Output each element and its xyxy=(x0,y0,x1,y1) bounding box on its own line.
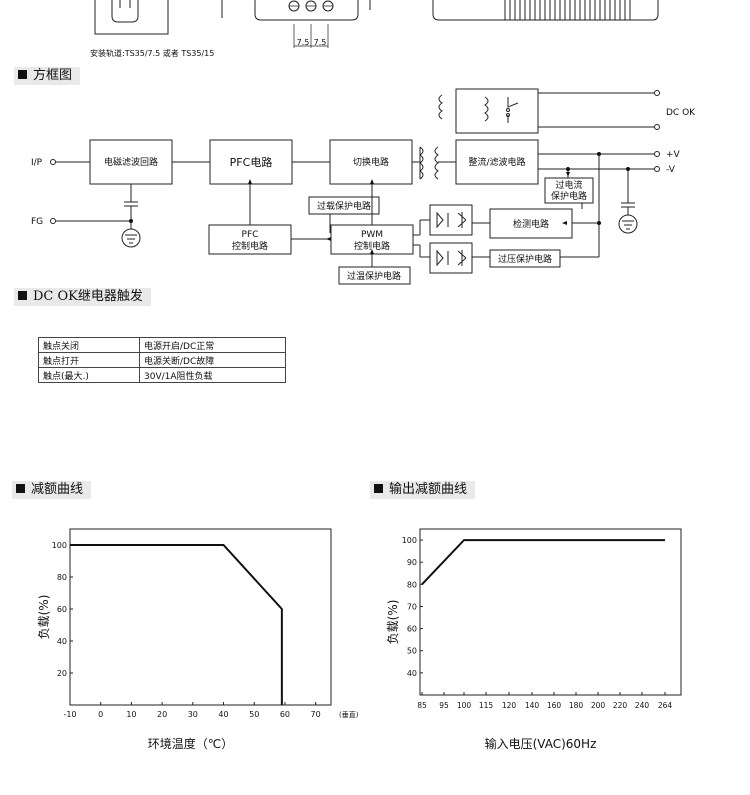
relay-table: 触点关闭 电源开启/DC正常 触点打开 电源关断/DC故障 触点(最大.) 30… xyxy=(38,337,286,383)
overcurrent-label-2: 保护电路 xyxy=(551,190,587,202)
block-diagram: I/P FG DC OK +V -V 电磁滤波回路 PFC电路 切换电路 整流/… xyxy=(31,88,696,285)
y-tick-label: 70 xyxy=(407,602,417,611)
x-unit-label: (垂直) xyxy=(339,710,359,719)
mechanical-drawing-partial xyxy=(94,0,659,48)
y-tick-label: 80 xyxy=(407,580,417,589)
y-tick-label: 60 xyxy=(57,605,67,614)
square-bullet-icon xyxy=(16,484,25,493)
overload-box xyxy=(308,196,380,215)
overtemp-box xyxy=(338,266,411,285)
overcurrent-box xyxy=(544,177,594,204)
x-tick-label: 40 xyxy=(218,710,228,719)
y-tick-label: 20 xyxy=(57,669,67,678)
square-bullet-icon xyxy=(18,291,27,300)
fg-label: FG xyxy=(31,217,43,227)
x-tick-label: 264 xyxy=(658,701,673,710)
plus-v-label: +V xyxy=(666,150,681,160)
emi-label: 电磁滤波回路 xyxy=(104,156,158,168)
y-axis-label: 负载(%) xyxy=(37,595,51,640)
section-header-block-diagram: 方框图 xyxy=(14,67,81,85)
rectifier-label: 整流/滤波电路 xyxy=(468,156,525,168)
pfc-ctrl-label-2: 控制电路 xyxy=(232,240,268,252)
series-line xyxy=(70,544,283,705)
x-tick-label: 180 xyxy=(569,701,584,710)
x-tick-label: 85 xyxy=(417,701,427,710)
x-tick-label: 70 xyxy=(311,710,321,719)
minus-v-label: -V xyxy=(666,165,676,175)
x-tick-label: 160 xyxy=(547,701,562,710)
x-tick-label: 30 xyxy=(188,710,198,719)
table-row: 触点打开 电源关断/DC故障 xyxy=(38,352,286,368)
temperature-derating-chart: -10 0 10 20 30 40 50 60 70 (垂直) 20 40 60 80 100 环境温度（℃）… xyxy=(37,528,359,750)
x-tick-label: 240 xyxy=(635,701,650,710)
square-bullet-icon xyxy=(18,70,27,79)
dcok-label: DC OK xyxy=(666,108,696,118)
x-tick-label: 200 xyxy=(591,701,606,710)
optocoupler-bottom xyxy=(429,242,473,274)
dimension-label-b: 7.5 xyxy=(313,38,327,47)
y-tick-label: 100 xyxy=(52,541,67,550)
y-tick-label: 40 xyxy=(57,637,67,646)
x-tick-label: 10 xyxy=(126,710,136,719)
pwm-label-1: PWM xyxy=(361,230,383,240)
relay-box xyxy=(455,88,539,134)
section-header-derating: 减额曲线 xyxy=(12,481,92,499)
ip-label: I/P xyxy=(31,158,43,168)
x-tick-label: 60 xyxy=(280,710,290,719)
pfc-label: PFC电路 xyxy=(230,156,273,169)
overload-label: 过载保护电路 xyxy=(317,200,371,212)
y-tick-label: 60 xyxy=(407,625,417,634)
x-axis-label: 输入电压(VAC)60Hz xyxy=(485,736,597,750)
overcurrent-label-1: 过电流 xyxy=(555,179,582,191)
square-bullet-icon xyxy=(374,484,383,493)
rail-note: 安装轨道:TS35/7.5 或者 TS35/15 xyxy=(90,49,215,58)
section-header-output-derating: 输出减额曲线 xyxy=(370,481,476,499)
overvolt-box xyxy=(489,249,561,268)
y-axis-label: 负载(%) xyxy=(386,600,400,645)
y-tick-label: 40 xyxy=(407,669,417,678)
y-tick-label: 100 xyxy=(402,536,417,545)
table-row: 触点(最大.) 30V/1A阻性负载 xyxy=(38,367,286,383)
dimension-label-a: 7.5 xyxy=(296,38,310,47)
y-tick-label: 80 xyxy=(57,573,67,582)
series-line xyxy=(421,539,665,586)
plot-frame xyxy=(69,528,332,706)
detect-label: 检测电路 xyxy=(513,218,549,230)
y-tick-label: 90 xyxy=(407,558,417,567)
pwm-label-2: 控制电路 xyxy=(354,240,390,252)
x-tick-label: 220 xyxy=(613,701,628,710)
x-tick-label: 20 xyxy=(157,710,167,719)
x-tick-label: 0 xyxy=(98,710,103,719)
x-tick-label: 95 xyxy=(439,701,449,710)
x-tick-label: -10 xyxy=(63,710,76,719)
section-header-relay: DC OK继电器触发 xyxy=(14,288,151,306)
table-row: 触点关闭 电源开启/DC正常 xyxy=(38,337,286,353)
x-tick-label: 140 xyxy=(525,701,540,710)
switch-label: 切换电路 xyxy=(353,156,389,168)
x-axis-label: 环境温度（℃） xyxy=(148,736,233,750)
overvolt-label: 过压保护电路 xyxy=(498,253,552,265)
x-tick-label: 115 xyxy=(479,701,494,710)
pfc-ctrl-label-1: PFC xyxy=(242,230,259,240)
plot-frame xyxy=(419,528,682,696)
x-tick-label: 50 xyxy=(249,710,259,719)
voltage-derating-chart: 85 95 100 115 120 140 160 180 200 220 240 264 40 50 60… xyxy=(386,528,682,750)
x-tick-label: 120 xyxy=(502,701,517,710)
y-tick-label: 50 xyxy=(407,647,417,656)
overtemp-label: 过温保护电路 xyxy=(347,270,401,282)
x-tick-label: 100 xyxy=(457,701,472,710)
